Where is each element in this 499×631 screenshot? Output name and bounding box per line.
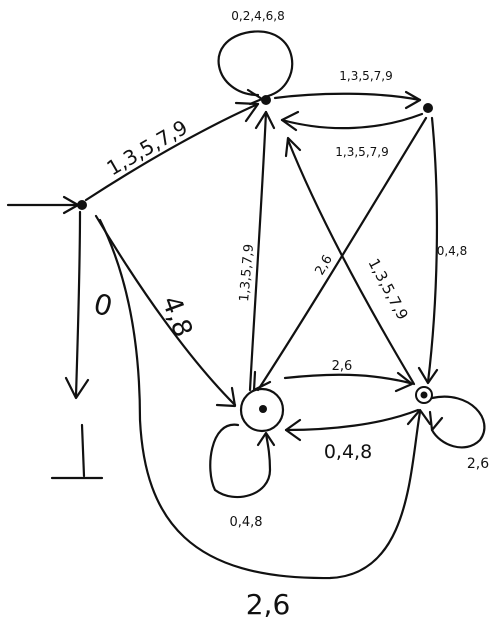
label-bottomright-to-top: 1,3,5,7,9 xyxy=(364,255,411,322)
label-top-to-right: 1,3,5,7,9 xyxy=(339,69,392,83)
state-bottom xyxy=(50,423,104,480)
label-loop-middle: 0,4,8 xyxy=(229,515,262,530)
state-middle xyxy=(239,387,285,433)
edge-middle-to-right xyxy=(252,116,428,392)
edge-start-to-bottom xyxy=(64,210,90,400)
edge-loop-top xyxy=(217,30,294,106)
label-start-to-middle: 4,8 xyxy=(155,292,197,341)
label-bottomright-to-middle: 0,4,8 xyxy=(324,441,372,463)
label-middle-to-top: 1,3,5,7,9 xyxy=(237,243,257,302)
edge-middle-to-top xyxy=(248,110,276,392)
label-right-to-bottomright: 0,4,8 xyxy=(437,244,468,258)
edge-right-to-top xyxy=(280,110,424,132)
edge-bottomright-to-middle xyxy=(284,408,420,442)
edge-top-to-right xyxy=(273,90,422,110)
label-loop-bottomright: 2,6 xyxy=(467,456,489,472)
edge-start-to-top xyxy=(84,101,260,202)
label-start-to-bottom: 0 xyxy=(90,287,116,323)
state-bottom-right xyxy=(415,386,433,404)
edge-middle-to-bottomright xyxy=(283,371,414,393)
edge-start-to-bottomright xyxy=(98,218,432,580)
state-top xyxy=(261,95,271,105)
edge-loop-bottomright xyxy=(428,395,486,449)
edge-loop-middle xyxy=(209,423,276,499)
label-start-to-top: 1,3,5,7,9 xyxy=(103,115,192,180)
edge-right-to-bottomright xyxy=(417,116,439,385)
label-right-to-top: 1,3,5,7,9 xyxy=(335,145,388,159)
state-start xyxy=(77,200,87,210)
label-middle-to-right: 2,6 xyxy=(312,253,335,278)
state-right xyxy=(423,103,433,113)
label-middle-to-bottomright: 2,6 xyxy=(332,359,353,374)
edge-start-to-middle xyxy=(94,214,237,408)
label-loop-top: 0,2,4,6,8 xyxy=(231,9,284,23)
label-start-to-bottomright: 2,6 xyxy=(246,588,291,621)
start-entry-arrow xyxy=(6,195,80,215)
edge-bottomright-to-top xyxy=(284,136,416,386)
